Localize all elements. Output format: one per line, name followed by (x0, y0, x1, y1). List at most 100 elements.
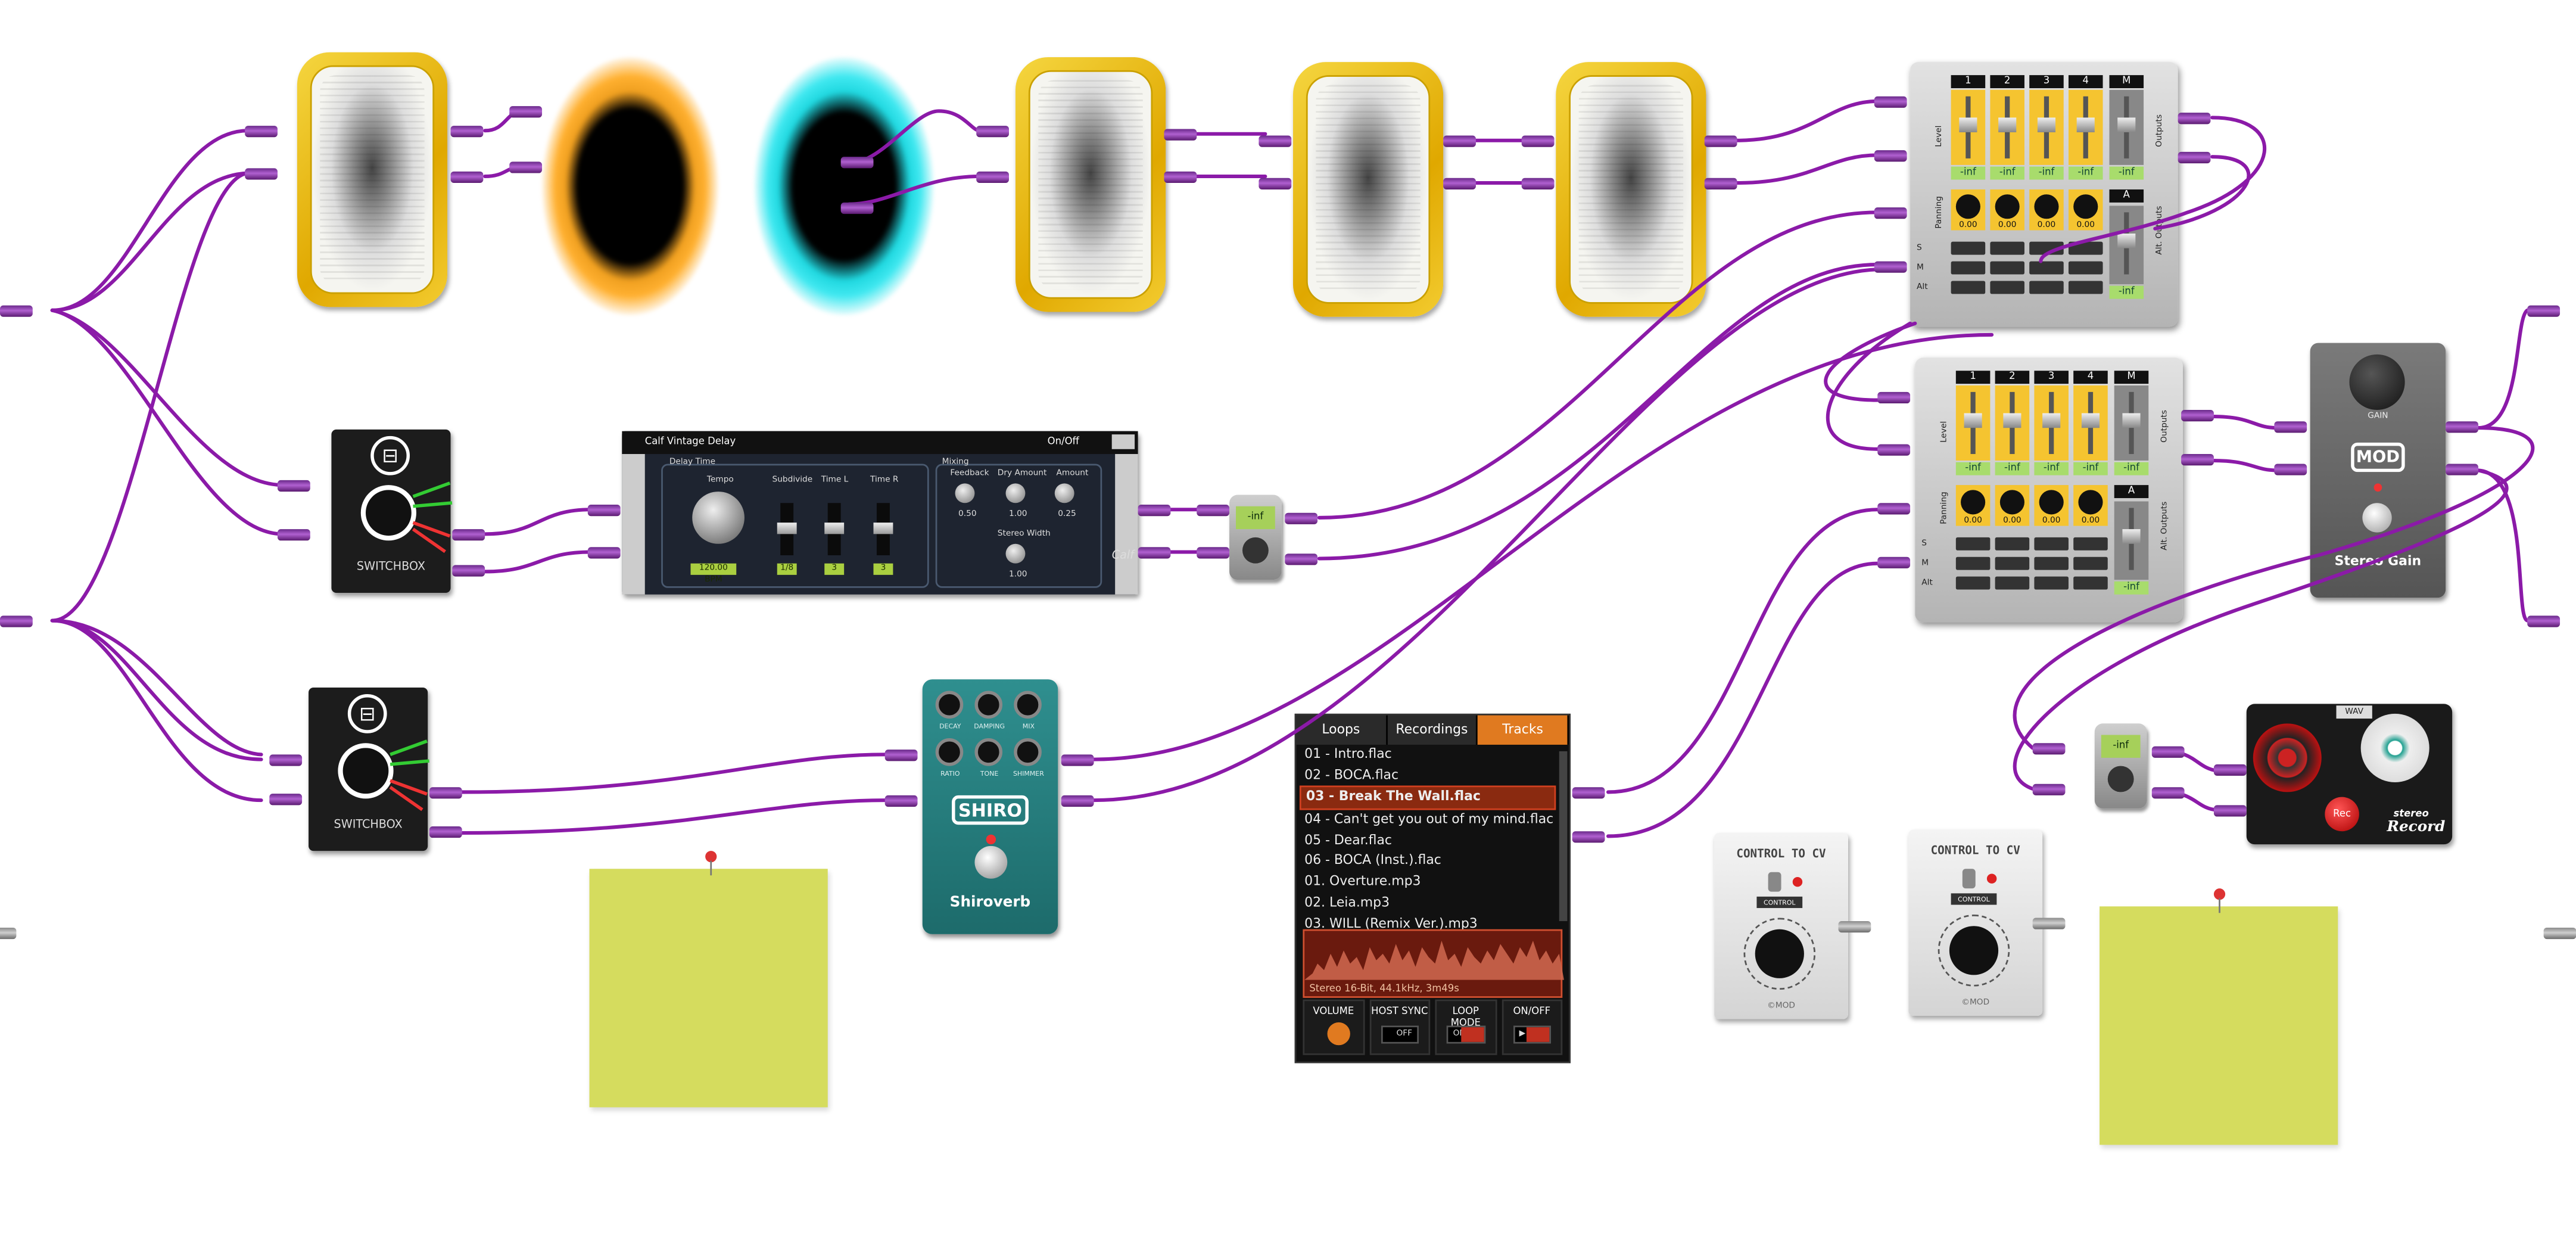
input-port[interactable] (2032, 783, 2066, 795)
track-list[interactable]: 01 - Intro.flac 02 - BOCA.flac 03 - Brea… (1299, 745, 1556, 930)
hw-playback-port-1[interactable] (2527, 305, 2561, 317)
output-port[interactable] (2181, 454, 2214, 466)
list-item-selected[interactable]: 03 - Break The Wall.flac (1299, 786, 1556, 810)
output-port[interactable] (1164, 171, 1197, 184)
output-port[interactable] (1061, 795, 1094, 807)
ratio-knob[interactable] (935, 738, 964, 766)
input-port[interactable] (976, 126, 1009, 138)
sardine-tin-plugin-1[interactable] (297, 52, 448, 307)
output-port[interactable] (1164, 129, 1197, 141)
list-item[interactable]: 04 - Can't get you out of my mind.flac (1304, 811, 1554, 827)
output-port[interactable] (452, 529, 485, 541)
output-port[interactable] (1443, 178, 1476, 189)
output-port[interactable] (429, 787, 462, 799)
input-port[interactable] (1877, 556, 1911, 568)
volume-knob[interactable] (1327, 1022, 1350, 1046)
output-port[interactable] (2178, 113, 2211, 125)
output-port[interactable] (2151, 746, 2185, 758)
shiroverb-pedal[interactable]: DECAY DAMPING MIX RATIO TONE SHIMMER SHI… (922, 679, 1058, 934)
loop-mode-toggle[interactable]: ON (1446, 1025, 1485, 1044)
switchbox-1[interactable]: ⊟ SWITCHBOX (331, 429, 453, 593)
damping-knob[interactable] (974, 691, 1003, 719)
master-fader[interactable] (2114, 385, 2149, 461)
input-port[interactable] (2274, 464, 2307, 475)
delay-onoff-switch[interactable] (1111, 434, 1135, 449)
tab-loops[interactable]: Loops (1296, 715, 1388, 745)
input-port[interactable] (1197, 547, 1230, 559)
cv-output-port[interactable] (2032, 918, 2066, 929)
shimmer-knob[interactable] (1014, 738, 1042, 766)
control-to-cv-2[interactable]: CONTROL TO CV CONTROL ©MOD (1908, 829, 2043, 1016)
tab-recordings[interactable]: Recordings (1387, 715, 1478, 745)
ctcv-knob[interactable] (1743, 918, 1816, 990)
output-port[interactable] (452, 565, 485, 577)
output-port[interactable] (1061, 754, 1094, 766)
stereo-width-knob[interactable] (1005, 543, 1026, 564)
gain-knob[interactable] (2349, 354, 2405, 411)
input-port[interactable] (884, 795, 918, 807)
output-port[interactable] (450, 126, 484, 138)
input-port[interactable] (1874, 261, 1907, 273)
pan-knob[interactable] (1990, 189, 2024, 231)
input-port[interactable] (1874, 207, 1907, 219)
hw-capture-port-2[interactable] (0, 615, 33, 627)
input-port[interactable] (587, 547, 621, 559)
level-fader[interactable] (2034, 385, 2069, 461)
switchbox-selector-knob[interactable] (338, 743, 394, 799)
calf-vintage-delay-plugin[interactable]: Calf Vintage Delay On/Off Delay Time Tem… (622, 431, 1138, 595)
host-sync-toggle[interactable]: OFF (1380, 1025, 1419, 1044)
level-fader[interactable] (2073, 385, 2108, 461)
input-port[interactable] (2213, 764, 2247, 776)
output-port[interactable] (840, 202, 874, 214)
control-to-cv-1[interactable]: CONTROL TO CV CONTROL ©MOD (1714, 832, 1848, 1019)
master-fader[interactable] (2109, 89, 2144, 165)
blue-portal-plugin[interactable] (754, 57, 934, 316)
hw-capture-port-1[interactable] (0, 305, 33, 317)
ctcv-toggle[interactable] (1768, 872, 1781, 892)
mix-knob[interactable] (1014, 691, 1042, 719)
output-port[interactable] (2151, 787, 2185, 799)
output-port[interactable] (1138, 504, 1171, 517)
cv-output-port[interactable] (1838, 921, 1871, 933)
dry-amount-knob[interactable] (1005, 483, 1026, 503)
stereo-gain-pedal[interactable]: GAIN MOD Stereo Gain (2310, 343, 2446, 598)
decay-knob[interactable] (935, 691, 964, 719)
input-port[interactable] (1197, 504, 1230, 517)
input-port[interactable] (269, 794, 303, 806)
input-port[interactable] (277, 529, 310, 541)
tone-knob[interactable] (974, 738, 1003, 766)
input-port[interactable] (1521, 178, 1555, 189)
list-item[interactable]: 02 - BOCA.flac (1304, 767, 1399, 782)
hw-capture-port-3[interactable] (0, 927, 17, 940)
small-gain-plugin[interactable]: -inf (1229, 495, 1282, 580)
ctcv-toggle[interactable] (1962, 869, 1976, 889)
input-port[interactable] (277, 480, 310, 492)
onoff-toggle[interactable]: ▶ (1512, 1025, 1552, 1044)
input-port[interactable] (245, 126, 278, 138)
output-port[interactable] (2446, 464, 2478, 475)
input-port[interactable] (587, 504, 621, 517)
hw-playback-port-2[interactable] (2527, 615, 2561, 627)
feedback-knob[interactable] (955, 483, 975, 503)
switchbox-2[interactable]: ⊟ SWITCHBOX (309, 688, 429, 851)
output-port[interactable] (2181, 410, 2214, 422)
output-port[interactable] (429, 826, 462, 838)
waveform-display[interactable]: Stereo 16-Bit, 44.1kHz, 3m49s (1303, 929, 1564, 998)
ctcv-knob[interactable] (1938, 915, 2010, 987)
input-port[interactable] (1259, 178, 1292, 189)
input-port[interactable] (509, 161, 543, 173)
sardine-tin-plugin-3[interactable] (1292, 62, 1444, 317)
input-port[interactable] (2274, 421, 2307, 433)
gain-knob[interactable] (2107, 766, 2134, 792)
input-port[interactable] (1874, 150, 1907, 162)
output-port[interactable] (1572, 831, 1605, 843)
alt-fader[interactable] (2109, 206, 2144, 284)
output-port[interactable] (1285, 512, 1318, 524)
gain-knob[interactable] (1242, 537, 1269, 564)
output-port[interactable] (1704, 178, 1737, 189)
sardine-tin-plugin-4[interactable] (1556, 62, 1706, 317)
input-port[interactable] (509, 106, 543, 118)
